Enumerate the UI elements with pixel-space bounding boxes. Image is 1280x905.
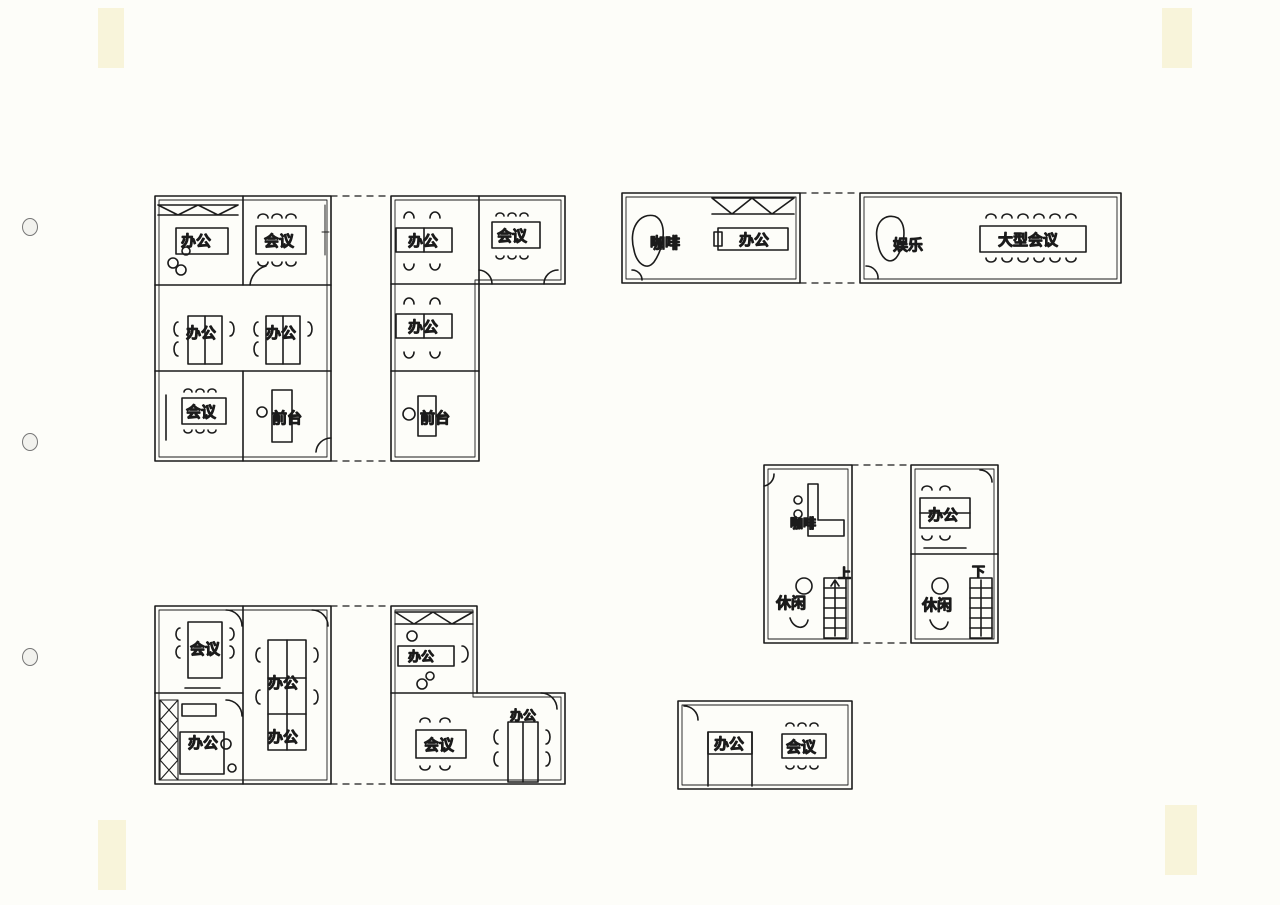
plan-upper-middle: 办公 会议 办公 前台 [390, 195, 566, 462]
plan-lower-middle: 办公 会议 办公 [390, 605, 566, 785]
meeting-label: 会议 [186, 403, 216, 421]
plan-upper-right-a: 咖啡 办公 [621, 192, 801, 284]
meeting-table [491, 221, 541, 249]
dashed-connector [851, 464, 912, 644]
room-outline [390, 605, 566, 785]
meeting-label: 会议 [424, 736, 454, 754]
office-label: 办公 [188, 734, 218, 752]
stair-up-label: 上 [838, 567, 851, 582]
meeting-label: 会议 [190, 640, 220, 658]
meeting-table [979, 225, 1087, 253]
room-outline [859, 192, 1122, 284]
meeting-table [187, 621, 223, 679]
desk [397, 645, 455, 667]
reception-desk [417, 395, 437, 437]
office-label: 办公 [268, 674, 298, 692]
binder-hole-2 [22, 433, 38, 451]
dashed-connector [799, 192, 861, 284]
meeting-table [415, 729, 467, 759]
coffee-label: 咖啡 [790, 517, 816, 532]
office-label: 办公 [408, 650, 434, 665]
office-label: 办公 [739, 231, 769, 249]
plan-mid-right-b: 办公 下 休闲 [910, 464, 999, 644]
office-label: 办公 [181, 232, 211, 250]
reception-label: 前台 [272, 409, 302, 427]
office-label: 办公 [408, 318, 438, 336]
binder-hole-3 [22, 648, 38, 666]
coffee-label: 咖啡 [650, 234, 680, 252]
desk [179, 731, 225, 775]
office-label: 办公 [268, 728, 298, 746]
stair-down-label: 下 [972, 565, 985, 580]
office-label: 办公 [928, 506, 958, 524]
meeting-table [255, 225, 307, 255]
desk [175, 227, 229, 255]
tape-strip-bottom-right [1165, 805, 1197, 875]
meeting-table [781, 733, 827, 759]
plan-upper-right-b: 娱乐 大型会议 [859, 192, 1122, 284]
reception-desk [271, 389, 293, 443]
entertainment-label: 娱乐 [893, 236, 923, 254]
tape-strip-top-left [98, 8, 124, 68]
office-label: 办公 [266, 324, 296, 342]
leisure-label: 休闲 [922, 596, 952, 614]
meeting-label: 会议 [786, 738, 816, 756]
office-label: 办公 [714, 735, 744, 753]
plan-mid-right-a: 咖啡 上 休闲 [763, 464, 853, 644]
dashed-connector [330, 195, 392, 462]
meeting-table [181, 397, 227, 425]
binder-hole-1 [22, 218, 38, 236]
office-label: 办公 [510, 709, 536, 724]
tape-strip-top-right [1162, 8, 1192, 68]
leisure-label: 休闲 [776, 594, 806, 612]
dashed-connector [330, 605, 392, 785]
room-outline [677, 700, 853, 790]
desk [717, 227, 789, 251]
meeting-label: 会议 [497, 227, 527, 245]
large-meeting-label: 大型会议 [998, 231, 1058, 249]
plan-lower-right: 办公 会议 [677, 700, 853, 790]
tape-strip-bottom-left [98, 820, 126, 890]
room-outline [621, 192, 801, 284]
room-outline [763, 464, 853, 644]
plan-upper-left: 办公 会议 办公 办公 会议 前台 [154, 195, 332, 462]
office-label: 办公 [408, 232, 438, 250]
office-label: 办公 [186, 324, 216, 342]
reception-label: 前台 [420, 409, 450, 427]
meeting-label: 会议 [264, 232, 294, 250]
plan-lower-left: 会议 办公 办公 办公 [154, 605, 332, 785]
